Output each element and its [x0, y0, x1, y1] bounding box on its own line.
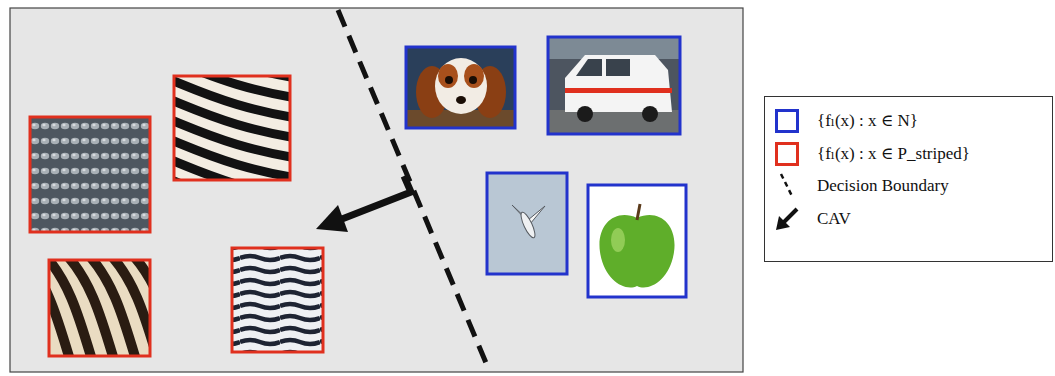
bird-photo	[487, 173, 567, 274]
legend-label: CAV	[817, 209, 851, 229]
striped-texture	[232, 248, 323, 352]
legend-row: {fₗ(x) : x ∈ P_striped}	[773, 139, 970, 167]
ambulance-photo	[548, 37, 680, 134]
knit-texture	[30, 117, 150, 232]
decision-boundary	[338, 10, 489, 370]
legend-sample	[773, 205, 803, 233]
dog-photo	[406, 47, 515, 128]
legend-sample	[773, 172, 803, 200]
zebra-texture	[49, 260, 150, 356]
dashed-line-sample	[773, 172, 803, 200]
legend-swatch	[775, 142, 799, 166]
feature-space	[10, 8, 743, 372]
legend-label: Decision Boundary	[817, 176, 949, 196]
legend-row: {fₗ(x) : x ∈ N}	[773, 106, 918, 134]
legend-row: Decision Boundary	[773, 172, 949, 200]
cav-arrow	[316, 176, 411, 232]
apple-photo	[588, 185, 686, 297]
legend-swatch	[775, 109, 799, 133]
legend-sample	[773, 139, 803, 167]
legend-label: {fₗ(x) : x ∈ P_striped}	[817, 143, 970, 164]
arrow-sample	[773, 205, 803, 233]
legend-sample	[773, 106, 803, 134]
zebra-texture	[174, 76, 290, 180]
legend-row: CAV	[773, 205, 851, 233]
legend-label: {fₗ(x) : x ∈ N}	[817, 110, 918, 131]
legend-box: {fₗ(x) : x ∈ N} {fₗ(x) : x ∈ P_striped} De…	[764, 96, 1053, 262]
